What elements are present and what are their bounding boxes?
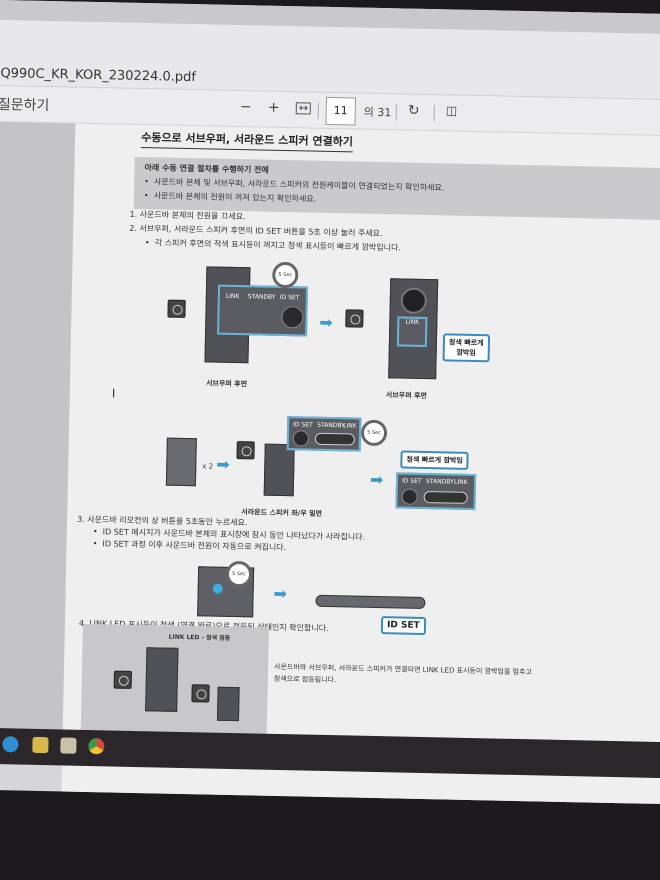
power-outlet-icon <box>167 299 186 318</box>
power-outlet-icon <box>345 309 364 328</box>
count-label: x 2 <box>202 462 214 471</box>
surround-speaker-bottom <box>263 443 295 497</box>
timer-icon: 5 Sec <box>272 261 299 289</box>
id-set-display: ID SET <box>380 616 426 636</box>
blink-callout: 청색 빠르게 깜박임 <box>400 450 470 470</box>
step-1: 1. 사운드바 본체의 전원을 끄세요. <box>129 209 246 222</box>
arrow-right-icon: ➡ <box>216 454 230 474</box>
caption: 서브우퍼 후면 <box>385 391 427 401</box>
note-item: • 사운드바 본체의 전원이 꺼져 있는지 확인하세요. <box>143 191 317 204</box>
divider <box>317 102 319 119</box>
power-outlet-icon <box>236 441 255 460</box>
note-item: • 사운드바 본체 및 서브우퍼, 서라운드 스피커의 전원케이블이 연결되었는… <box>144 177 445 193</box>
store-icon[interactable] <box>60 737 77 754</box>
pdf-page: 수동으로 서브우퍼, 서라운드 스피커 연결하기 아래 수동 연결 절차를 수행… <box>61 123 660 805</box>
subwoofer-button-panel: LINK STANDBY ID SET <box>217 284 309 337</box>
link-led-figure: LINK LED - 청색 점등 <box>80 623 269 734</box>
zoom-in-button[interactable]: + <box>267 99 280 116</box>
speaker-button-panel: ID SET STANDBY LINK <box>395 472 477 511</box>
monitor-screen: Q990C_KR_KOR_230224.0.pdf 질문하기 − + ↔ 11 … <box>0 0 660 804</box>
file-explorer-icon[interactable] <box>32 736 49 754</box>
id-set-button <box>281 305 304 329</box>
ask-button[interactable]: 질문하기 <box>0 96 50 115</box>
id-set-button <box>292 430 310 447</box>
blink-callout: 청색 빠르게 깜박임 <box>442 333 490 363</box>
page-number-input[interactable]: 11 <box>325 96 357 126</box>
timer-icon: 5 Sec <box>360 419 388 447</box>
file-name: Q990C_KR_KOR_230224.0.pdf <box>0 66 197 86</box>
caption: 서라운드 스피커 좌/우 밑면 <box>241 508 323 518</box>
rotate-icon[interactable]: ↻ <box>407 102 420 119</box>
surround-speaker <box>165 437 197 487</box>
page-view-icon[interactable]: ◫ <box>445 103 458 118</box>
arrow-right-icon: ➡ <box>369 469 384 490</box>
page-heading: 수동으로 서브우퍼, 서라운드 스피커 연결하기 <box>140 128 354 153</box>
text-cursor-icon: I <box>111 386 116 401</box>
speaker-button-panel: ID SET STANDBY LINK <box>286 416 362 452</box>
edge-icon[interactable] <box>2 736 19 753</box>
caption: 서브우퍼 후면 <box>205 379 248 389</box>
arrow-right-icon: ➡ <box>273 583 288 604</box>
chrome-icon[interactable] <box>88 738 105 755</box>
note-title: 아래 수동 연결 절차를 수행하기 전에 <box>144 163 269 175</box>
divider <box>395 104 397 121</box>
fit-width-icon[interactable]: ↔ <box>295 101 312 115</box>
step-4-description: 청색으로 점등됩니다. <box>273 674 337 685</box>
step-2-sub: • 각 스피커 후면의 적색 표시등이 꺼지고 청색 표시등이 빠르게 깜박입니… <box>144 238 402 253</box>
divider <box>433 105 435 122</box>
link-led-panel: LINK <box>396 316 428 348</box>
figure-label: LINK LED - 청색 점등 <box>168 633 231 642</box>
arrow-right-icon: ➡ <box>319 312 333 333</box>
zoom-out-button[interactable]: − <box>239 99 252 116</box>
soundbar <box>315 594 426 610</box>
total-pages: 의 31 <box>363 105 392 120</box>
